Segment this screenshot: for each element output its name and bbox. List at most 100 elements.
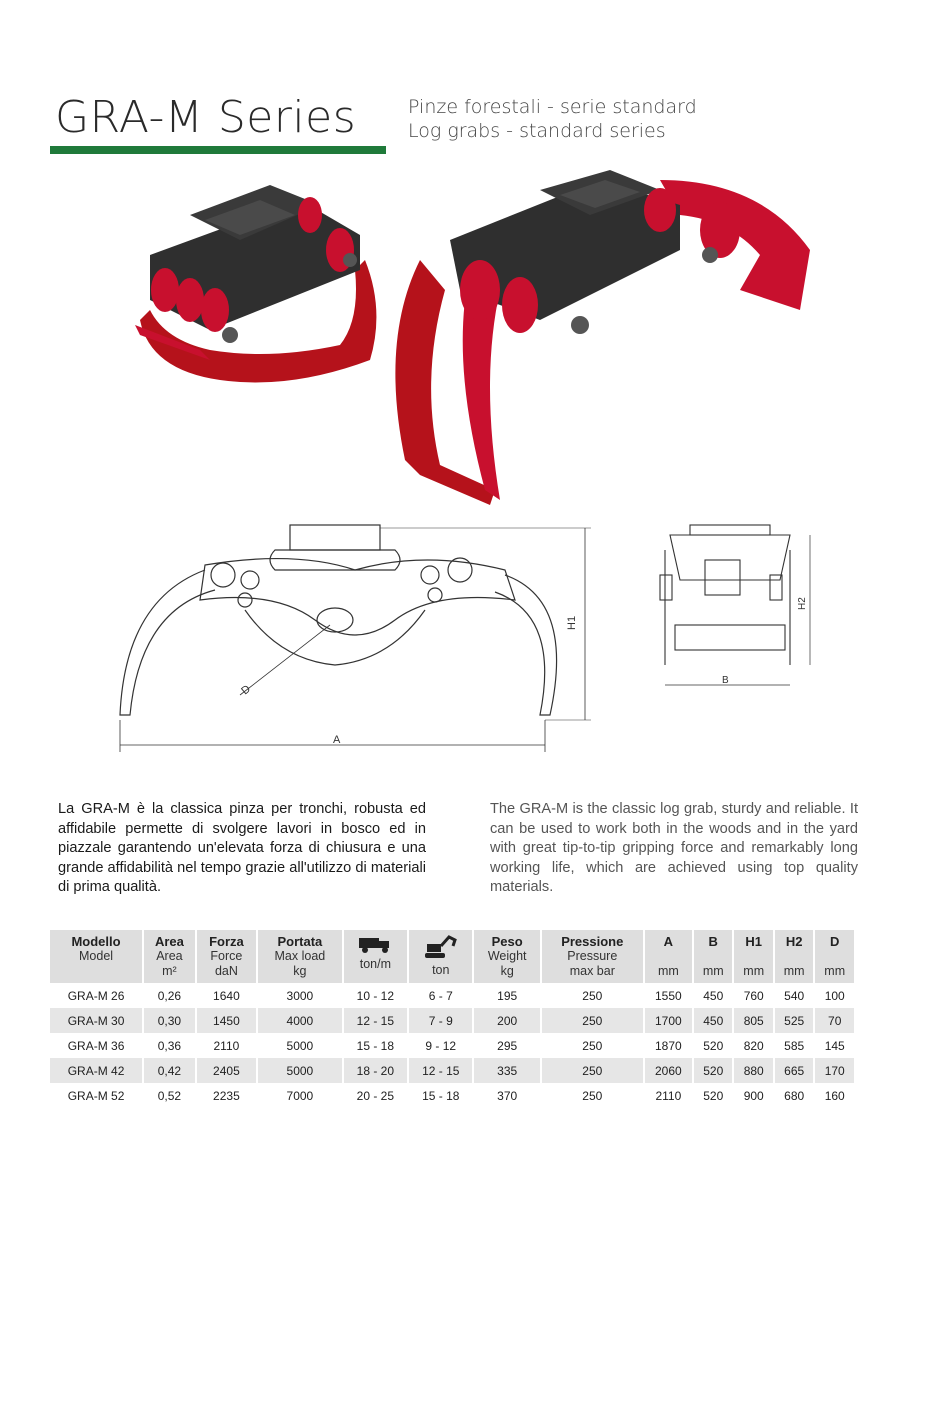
table-cell: 520 bbox=[693, 1058, 735, 1083]
dimension-label-d: D bbox=[239, 683, 253, 697]
table-cell: 1640 bbox=[195, 983, 259, 1008]
table-cell: 0,52 bbox=[143, 1083, 197, 1108]
column-header-unit: m² bbox=[162, 964, 177, 978]
table-cell: 760 bbox=[733, 983, 775, 1008]
column-header-unit: kg bbox=[293, 964, 307, 978]
column-header-main: D bbox=[830, 934, 840, 949]
table-cell: 370 bbox=[473, 1083, 542, 1108]
column-header-unit: ton bbox=[432, 963, 450, 977]
front-technical-drawing: A D H1 bbox=[119, 524, 591, 752]
column-header-main: H2 bbox=[785, 934, 803, 949]
truck-icon bbox=[346, 934, 405, 957]
column-header-sub bbox=[647, 949, 690, 964]
column-header-5: ton bbox=[408, 930, 475, 983]
column-header-sub: Force bbox=[210, 949, 243, 963]
table-cell: 10 - 12 bbox=[342, 983, 410, 1008]
table-cell: 295 bbox=[473, 1033, 542, 1058]
table-cell: 250 bbox=[540, 1008, 645, 1033]
table-cell: 585 bbox=[773, 1033, 816, 1058]
table-cell: 2110 bbox=[643, 1083, 695, 1108]
table-cell: 880 bbox=[733, 1058, 775, 1083]
column-header-sub bbox=[777, 949, 811, 964]
table-cell: 195 bbox=[473, 983, 542, 1008]
excavator-icon bbox=[411, 934, 470, 963]
table-cell: 665 bbox=[773, 1058, 816, 1083]
dimension-label-a: A bbox=[333, 734, 341, 746]
table-cell: 18 - 20 bbox=[342, 1058, 410, 1083]
table-cell: 200 bbox=[473, 1008, 542, 1033]
table-cell: 5000 bbox=[257, 1058, 344, 1083]
table-cell: 525 bbox=[773, 1008, 816, 1033]
table-cell: 6 - 7 bbox=[408, 983, 475, 1008]
column-header-unit: mm bbox=[702, 964, 724, 978]
column-header-main: Area bbox=[154, 934, 184, 949]
column-header-main: Forza bbox=[209, 934, 244, 949]
table-cell: 1550 bbox=[643, 983, 695, 1008]
subtitle-english: Log grabs - standard series bbox=[408, 120, 666, 142]
table-cell: 900 bbox=[733, 1083, 775, 1108]
table-cell: 12 - 15 bbox=[408, 1058, 475, 1083]
table-cell: 20 - 25 bbox=[342, 1083, 410, 1108]
table-cell: GRA-M 42 bbox=[50, 1058, 145, 1083]
table-cell: 450 bbox=[693, 983, 735, 1008]
table-cell: 2235 bbox=[195, 1083, 259, 1108]
column-header-unit: mm bbox=[743, 964, 765, 978]
column-header-unit: daN bbox=[214, 964, 238, 978]
column-header-main: H1 bbox=[745, 934, 763, 949]
table-cell: 250 bbox=[540, 1083, 645, 1108]
column-header-sub: Pressure bbox=[567, 949, 618, 963]
side-technical-drawing: B H2 bbox=[659, 524, 811, 686]
title-underline bbox=[50, 146, 386, 154]
table-cell: 0,36 bbox=[143, 1033, 197, 1058]
table-cell: 100 bbox=[814, 983, 856, 1008]
table-cell: 3000 bbox=[257, 983, 344, 1008]
table-cell: GRA-M 26 bbox=[50, 983, 145, 1008]
dimension-label-b: B bbox=[722, 675, 729, 686]
table-cell: GRA-M 36 bbox=[50, 1033, 145, 1058]
table-cell: 820 bbox=[733, 1033, 775, 1058]
column-header-unit: mm bbox=[824, 964, 846, 978]
table-cell: 540 bbox=[773, 983, 816, 1008]
column-header-sub: Weight bbox=[487, 949, 527, 963]
table-cell: 250 bbox=[540, 1033, 645, 1058]
column-header-sub: Area bbox=[156, 949, 183, 963]
column-header-unit: ton/m bbox=[359, 957, 391, 971]
table-cell: 70 bbox=[814, 1008, 856, 1033]
table-cell: 4000 bbox=[257, 1008, 344, 1033]
column-header-unit: max bar bbox=[569, 964, 615, 978]
table-cell: 680 bbox=[773, 1083, 816, 1108]
column-header-unit: mm bbox=[657, 964, 679, 978]
table-cell: 145 bbox=[814, 1033, 856, 1058]
table-cell: 2405 bbox=[195, 1058, 259, 1083]
table-cell: GRA-M 52 bbox=[50, 1083, 145, 1108]
column-header-sub: Model bbox=[79, 949, 114, 963]
closed-grab-image bbox=[135, 185, 377, 383]
open-grab-image bbox=[395, 170, 810, 505]
table-cell: 520 bbox=[693, 1083, 735, 1108]
column-header-unit: kg bbox=[500, 964, 514, 978]
table-cell: 805 bbox=[733, 1008, 775, 1033]
description-italian: La GRA-M è la classica pinza per tronchi… bbox=[58, 801, 426, 895]
table-cell: 450 bbox=[693, 1008, 735, 1033]
table-cell: 5000 bbox=[257, 1033, 344, 1058]
column-header-sub bbox=[696, 949, 730, 964]
product-photos bbox=[135, 170, 810, 505]
table-cell: 1870 bbox=[643, 1033, 695, 1058]
table-cell: 7000 bbox=[257, 1083, 344, 1108]
column-header-main: Modello bbox=[71, 934, 121, 949]
column-header-sub bbox=[817, 949, 852, 964]
table-cell: 250 bbox=[540, 1058, 645, 1083]
column-header-main: Pressione bbox=[561, 934, 624, 949]
column-header-11: H2 mm bbox=[773, 930, 816, 983]
page-title: GRA-M Series bbox=[55, 92, 357, 143]
table-cell: 520 bbox=[693, 1033, 735, 1058]
table-cell: 335 bbox=[473, 1058, 542, 1083]
